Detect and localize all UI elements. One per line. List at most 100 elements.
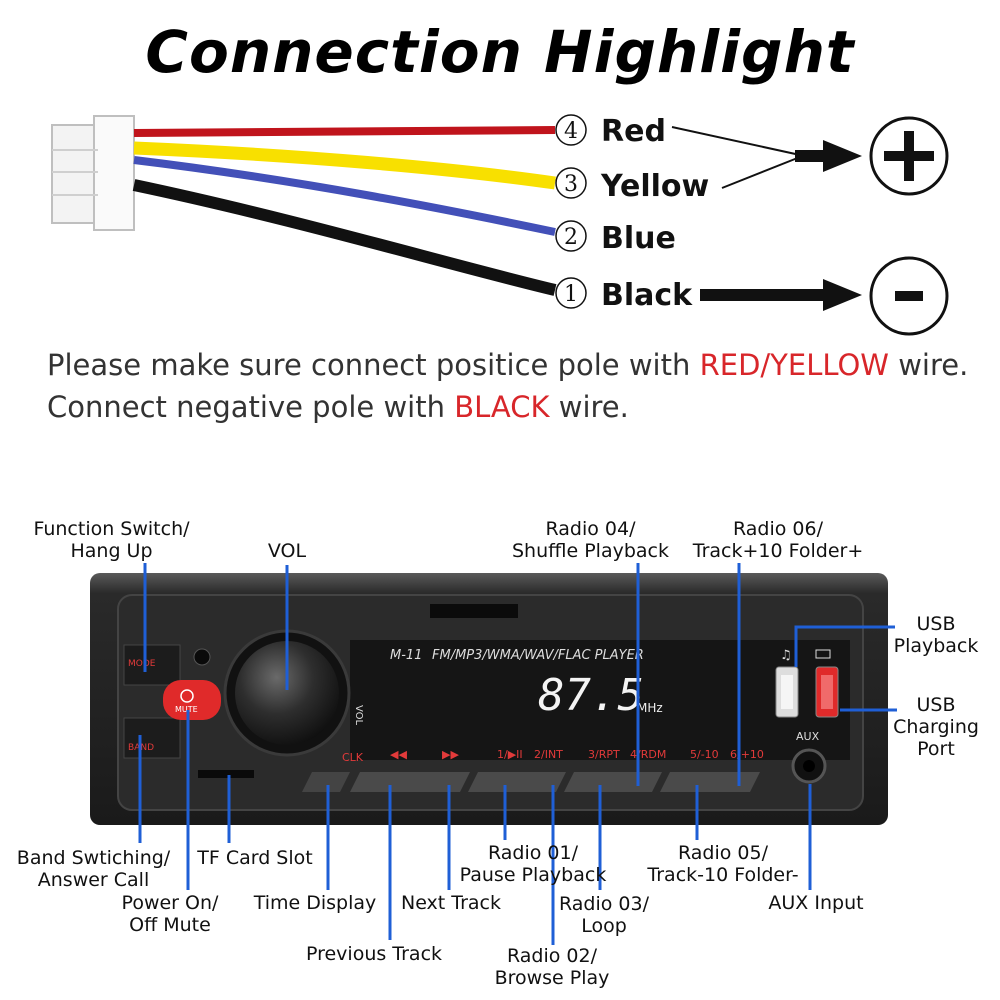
- lcd-frequency: 87.5: [538, 670, 644, 721]
- power-icon: [180, 689, 194, 703]
- pin-3: 3: [555, 167, 587, 199]
- callout-vol-line1: VOL: [267, 540, 307, 562]
- wire-label-blue: Blue: [601, 221, 676, 256]
- svg-text:3: 3: [564, 172, 578, 197]
- music-note-icon: ♫: [780, 648, 792, 663]
- callout-function-switch: Function Switch/Hang Up: [24, 518, 199, 562]
- callout-power-on-line2: Off Mute: [129, 914, 211, 936]
- note-line-1-text: Please make sure connect positice pole w…: [47, 348, 700, 382]
- callout-radio02-line1: Radio 02/: [506, 945, 597, 967]
- mode-label: MODE: [128, 659, 156, 669]
- svg-text:1: 1: [564, 282, 578, 307]
- callout-usb-charging-line1: USB: [916, 694, 956, 716]
- callout-band-switching: Band Swtiching/Answer Call: [6, 847, 181, 891]
- svg-text:2: 2: [564, 225, 578, 250]
- callout-usb-charging-line3: Port: [917, 738, 955, 760]
- note-highlight-red-yellow: RED/YELLOW: [699, 348, 889, 382]
- callout-tf-card-line1: TF Card Slot: [197, 847, 313, 869]
- next-icon: ▶▶: [442, 748, 459, 761]
- note-line-1: Please make sure connect positice pole w…: [47, 348, 968, 382]
- callout-radio04: Radio 04/Shuffle Playback: [503, 518, 678, 562]
- callout-usb-charging-line2: Charging: [893, 716, 979, 738]
- callout-vol: VOL: [254, 540, 320, 562]
- connector-plug: [51, 115, 135, 231]
- note-line-2-text: Connect negative pole with: [47, 390, 455, 424]
- negative-terminal: [869, 256, 949, 336]
- callout-usb-playback-line1: USB: [916, 613, 956, 635]
- tf-card-slot: [198, 770, 254, 778]
- svg-text:4: 4: [564, 119, 578, 144]
- callout-radio02-line2: Browse Play: [494, 967, 610, 989]
- aux-label: AUX: [796, 730, 820, 743]
- callout-radio06-line2: Track+10 Folder+: [692, 540, 864, 562]
- callout-radio04-line2: Shuffle Playback: [511, 540, 670, 562]
- volume-knob[interactable]: [235, 641, 339, 745]
- callout-usb-playback-line2: Playback: [893, 635, 979, 657]
- radio-1-2-button[interactable]: [468, 772, 566, 792]
- wire-blue: [133, 156, 556, 236]
- callout-radio05-line1: Radio 05/: [677, 842, 768, 864]
- note-line-2: Connect negative pole with BLACK wire.: [47, 390, 629, 424]
- prev-icon: ◀◀: [390, 748, 407, 761]
- callout-radio06-line1: Radio 06/: [732, 518, 823, 540]
- callout-power-on-line1: Power On/: [121, 892, 219, 914]
- callout-next-track: Next Track: [392, 892, 510, 914]
- band-button[interactable]: [123, 717, 181, 759]
- callout-radio02: Radio 02/Browse Play: [482, 945, 622, 989]
- note-highlight-black: BLACK: [454, 390, 550, 424]
- callout-band-switching-line2: Answer Call: [37, 869, 150, 891]
- battery-icon: [815, 649, 831, 659]
- pin-2: 2: [555, 220, 587, 252]
- radio-5-6-button[interactable]: [660, 772, 760, 792]
- callout-aux-input-line1: AUX Input: [768, 892, 864, 914]
- note-line-1-end: wire.: [889, 348, 969, 382]
- callout-radio03: Radio 03/Loop: [548, 893, 660, 937]
- negative-arrow: [700, 279, 862, 311]
- clk-button[interactable]: [302, 772, 350, 792]
- page-title: Connection Highlight: [145, 18, 855, 86]
- car-stereo: M-11 FM/MP3/WMA/WAV/FLAC PLAYER 87.5 MHz…: [90, 573, 888, 825]
- pin-4: 4: [555, 114, 587, 146]
- positive-terminal: [869, 116, 949, 196]
- button-label-5: 5/-10: [690, 748, 719, 761]
- callout-radio03-line1: Radio 03/: [558, 893, 649, 915]
- callout-band-switching-line1: Band Swtiching/: [16, 847, 171, 869]
- pin-1: 1: [555, 277, 587, 309]
- callout-tf-card: TF Card Slot: [190, 847, 320, 869]
- callout-radio06: Radio 06/Track+10 Folder+: [688, 518, 868, 562]
- wire-red: [133, 126, 556, 137]
- callout-aux-input: AUX Input: [756, 892, 876, 914]
- callout-radio01-line2: Pause Playback: [459, 864, 607, 886]
- wire-yellow: [133, 141, 556, 190]
- display-window: [350, 640, 850, 760]
- lcd-unit: MHz: [637, 701, 663, 715]
- note-line-2-end: wire.: [549, 390, 629, 424]
- wire-black: [132, 179, 557, 296]
- player-label: FM/MP3/WMA/WAV/FLAC PLAYER: [432, 648, 644, 663]
- button-label-2: 2/INT: [534, 748, 563, 761]
- callout-radio01-line1: Radio 01/: [487, 842, 578, 864]
- wire-label-black: Black: [601, 278, 693, 313]
- vol-label: VOL: [353, 705, 364, 726]
- positive-arrows: [671, 126, 862, 189]
- callout-function-switch-line2: Hang Up: [70, 540, 153, 562]
- callout-previous-track-line1: Previous Track: [305, 943, 443, 965]
- callout-function-switch-line1: Function Switch/: [33, 518, 190, 540]
- top-slot: [430, 604, 518, 618]
- wiring-diagram: 4 3 2 1 Red Yellow Blue Black: [51, 114, 949, 336]
- button-label-3: 3/RPT: [588, 748, 620, 761]
- mute-label: MUTE: [175, 705, 198, 714]
- callout-radio03-line2: Loop: [581, 915, 627, 937]
- ir-sensor: [193, 648, 211, 666]
- callout-previous-track: Previous Track: [296, 943, 452, 965]
- clk-label: CLK: [342, 751, 364, 764]
- callout-next-track-line1: Next Track: [400, 892, 502, 914]
- prev-next-button[interactable]: [350, 772, 470, 792]
- wire-label-yellow: Yellow: [600, 169, 709, 204]
- callout-radio05-line2: Track-10 Folder-: [647, 864, 799, 886]
- callout-radio04-line1: Radio 04/: [545, 518, 636, 540]
